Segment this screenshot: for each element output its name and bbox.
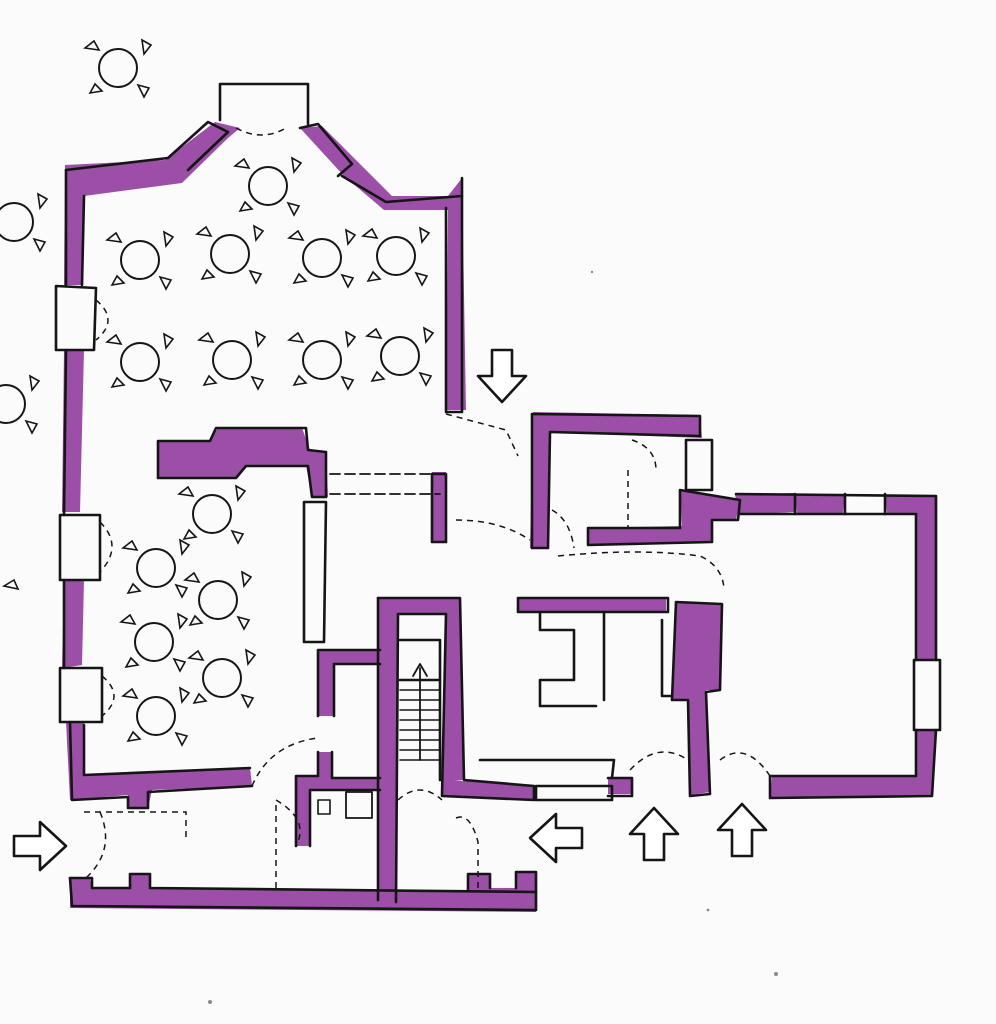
arrow-right-icon (12, 820, 68, 872)
tables-lower-hall (120, 485, 256, 746)
table (106, 231, 174, 290)
table (178, 485, 246, 544)
table (196, 225, 264, 284)
table (198, 331, 266, 390)
table (84, 39, 152, 98)
table (0, 375, 40, 434)
table (120, 613, 188, 672)
table (188, 649, 256, 708)
arrow-down-icon (476, 348, 528, 404)
table (362, 227, 430, 286)
table (184, 571, 252, 630)
table (366, 327, 434, 386)
table (288, 229, 356, 288)
table (288, 331, 356, 390)
door-swings (84, 127, 771, 888)
arrow-up-icon (716, 802, 768, 858)
arrow-up-icon (628, 806, 680, 862)
arrow-left-icon (528, 812, 584, 864)
paper-speckles (208, 270, 778, 1004)
table (234, 157, 302, 216)
table (106, 333, 174, 392)
table (0, 193, 48, 252)
table (122, 539, 190, 598)
chair-fragment (1, 578, 20, 591)
table (122, 687, 190, 746)
wall-wash (62, 122, 935, 912)
tables-exterior (0, 39, 152, 591)
wall-outlines (54, 82, 942, 912)
